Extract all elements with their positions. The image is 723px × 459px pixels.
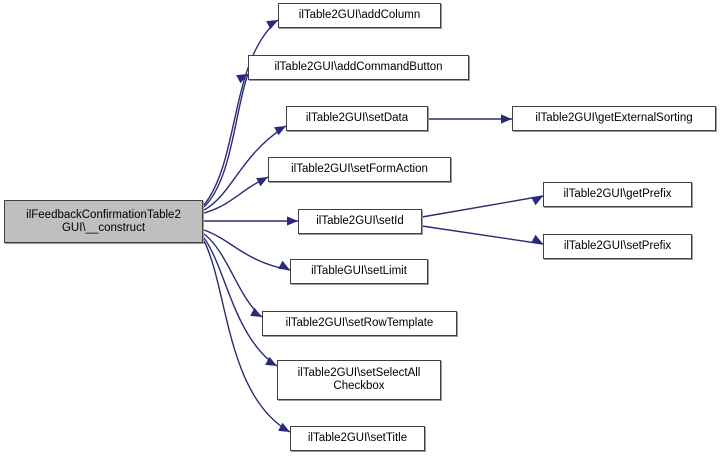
graph-node-addCommandButton[interactable]: ilTable2GUI\addCommandButton (248, 55, 469, 80)
graph-node-setId[interactable]: ilTable2GUI\setId (298, 209, 422, 234)
graph-node-setRowTemplate[interactable]: ilTable2GUI\setRowTemplate (262, 311, 457, 336)
graph-node-getPrefix[interactable]: ilTable2GUI\getPrefix (543, 182, 692, 207)
graph-node-addColumn[interactable]: ilTable2GUI\addColumn (278, 3, 441, 28)
graph-node-setFormAction[interactable]: ilTable2GUI\setFormAction (268, 157, 451, 182)
graph-node-setData[interactable]: ilTable2GUI\setData (286, 106, 428, 131)
graph-node-setLimit[interactable]: ilTableGUI\setLimit (290, 259, 428, 284)
graph-node-setPrefix[interactable]: ilTable2GUI\setPrefix (543, 234, 692, 259)
graph-node-setSelectAllCheckbox[interactable]: ilTable2GUI\setSelectAll Checkbox (277, 360, 441, 400)
graph-node-root[interactable]: ilFeedbackConfirmationTable2 GUI\__const… (4, 200, 203, 243)
graph-node-setTitle[interactable]: ilTable2GUI\setTitle (290, 426, 425, 451)
graph-node-getExternalSorting[interactable]: ilTable2GUI\getExternalSorting (512, 106, 716, 131)
